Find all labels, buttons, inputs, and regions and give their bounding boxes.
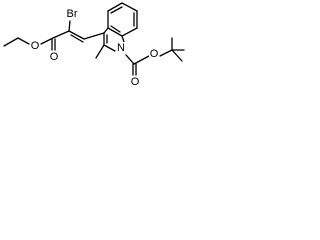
bond-c7a-to-nitrogen (121, 35, 125, 43)
bond-benzene-6 (107, 2, 123, 12)
atom-label-carbamate-carbonyl-oxygen: O (130, 76, 140, 88)
atom-label-bromine: Br (65, 8, 79, 20)
bond-nitrogen-to-carbamate-carbon (125, 54, 135, 65)
atom-label-ester-carbonyl-oxygen: O (49, 51, 59, 63)
bond-benzene-1 (121, 2, 138, 12)
bond-benzene-3 (121, 27, 138, 37)
svg-text:Br: Br (67, 8, 78, 20)
bond-benzene-inner-1 (110, 6, 123, 14)
bond-alkene-to-indole-c3 (83, 32, 105, 40)
chemical-structure-diagram: O Br O N O O (3, 2, 185, 88)
atom-label-indole-nitrogen: N (116, 42, 126, 54)
svg-text:N: N (117, 42, 125, 54)
bond-tbu-methyl-down (171, 49, 183, 62)
svg-text:O: O (31, 40, 40, 52)
bond-c3-to-c3a (103, 27, 109, 34)
bond-alkene-single (68, 30, 85, 40)
bond-ethyl-ch3-ch2 (3, 37, 19, 47)
atom-label-carbamate-ether-oxygen: O (149, 48, 159, 60)
atom-label-ester-ether-oxygen: O (30, 40, 40, 52)
bond-alkene-double-inner (70, 34, 84, 43)
bond-carbamate-to-ether-oxygen (133, 55, 150, 65)
bond-oxygen-carbonyl-carbon (40, 37, 54, 45)
bond-c2-to-methyl (95, 44, 105, 59)
bond-carbonyl-to-cbr (52, 30, 70, 39)
bond-ether-oxygen-to-tbu (159, 49, 173, 57)
svg-text:O: O (150, 48, 159, 60)
svg-text:O: O (50, 51, 59, 63)
bond-nitrogen-to-c2 (103, 44, 116, 52)
bond-ethyl-ch2-oxygen (17, 37, 30, 45)
bond-cbr-to-bromine (68, 20, 71, 32)
svg-text:O: O (131, 76, 140, 88)
bond-benzene-4 (107, 27, 123, 37)
bond-benzene-inner-3 (110, 25, 121, 33)
